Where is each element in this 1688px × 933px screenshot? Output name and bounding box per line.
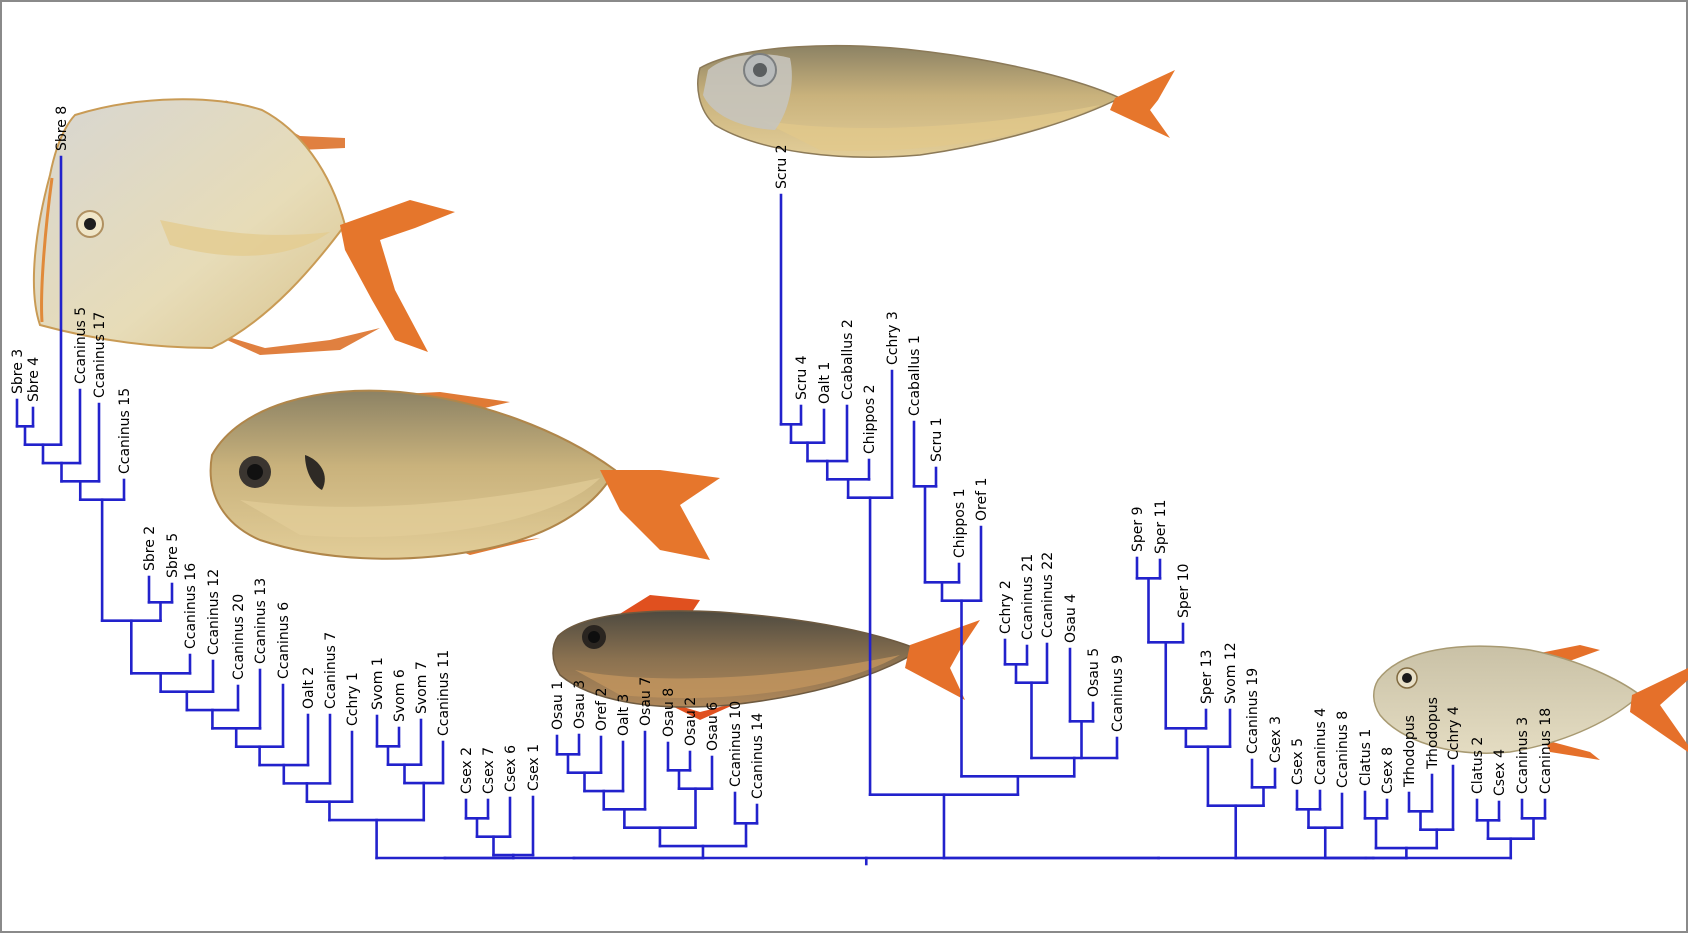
leaf-label: Csex 5 bbox=[1290, 738, 1306, 785]
leaf-label: Ccaninus 18 bbox=[1538, 708, 1554, 794]
leaf-label: Sper 9 bbox=[1130, 507, 1146, 553]
leaf-label: Osau 2 bbox=[683, 697, 699, 746]
leaf-label: Csex 4 bbox=[1492, 749, 1508, 796]
leaf-label: Ccaninus 22 bbox=[1040, 552, 1056, 638]
leaf-label: Oalt 3 bbox=[616, 694, 632, 736]
leaf-label: Ccaballus 1 bbox=[907, 335, 923, 416]
leaf-label: Ccaninus 15 bbox=[117, 388, 133, 474]
leaf-label: Sper 10 bbox=[1176, 564, 1192, 618]
leaf-label: Csex 8 bbox=[1380, 747, 1396, 794]
leaf-label: Ccaninus 21 bbox=[1020, 554, 1036, 640]
leaf-label: Osau 3 bbox=[572, 680, 588, 729]
leaf-label: Ccaninus 6 bbox=[276, 602, 292, 679]
leaf-label: Clatus 1 bbox=[1358, 729, 1374, 786]
leaf-label: Ccaninus 19 bbox=[1245, 668, 1261, 754]
leaf-label: Svom 12 bbox=[1223, 642, 1239, 704]
leaf-label: Sper 13 bbox=[1199, 650, 1215, 704]
leaf-label: Trhodopus bbox=[1425, 697, 1441, 770]
leaf-label: Scru 1 bbox=[929, 417, 945, 462]
leaf-label: Ccaninus 11 bbox=[436, 650, 452, 736]
leaf-label: Osau 7 bbox=[638, 677, 654, 726]
leaf-label: Ccaninus 9 bbox=[1110, 655, 1126, 732]
fish-image-mackerel-scad bbox=[698, 46, 1175, 157]
leaf-label: Scru 2 bbox=[774, 144, 790, 189]
leaf-label: Osau 5 bbox=[1086, 648, 1102, 697]
leaf-label: Cchry 2 bbox=[998, 580, 1014, 634]
leaf-label: Clatus 2 bbox=[1470, 737, 1486, 794]
leaf-label: Cchry 1 bbox=[345, 672, 361, 726]
leaf-label: Osau 6 bbox=[705, 702, 721, 751]
leaf-label: Sbre 2 bbox=[142, 526, 158, 571]
leaf-label: Ccaninus 4 bbox=[1313, 708, 1329, 785]
leaf-label: Csex 3 bbox=[1268, 716, 1284, 763]
leaf-label: Ccaninus 20 bbox=[231, 594, 247, 680]
leaf-label: Svom 7 bbox=[414, 661, 430, 714]
leaf-label: Sbre 3 bbox=[10, 349, 26, 394]
leaf-label: Ccaninus 10 bbox=[728, 701, 744, 787]
leaf-label: Sbre 8 bbox=[54, 106, 70, 151]
leaf-label: Ccaninus 17 bbox=[92, 312, 108, 398]
leaf-label: Svom 6 bbox=[392, 669, 408, 722]
leaf-label: Svom 1 bbox=[370, 657, 386, 710]
leaf-label: Cchry 4 bbox=[1446, 706, 1462, 760]
leaf-label: Oref 2 bbox=[594, 688, 610, 731]
leaf-label: Ccaninus 13 bbox=[253, 578, 269, 664]
leaf-label: Osau 1 bbox=[550, 681, 566, 730]
leaf-label: Osau 8 bbox=[661, 688, 677, 737]
leaf-label: Ccaninus 16 bbox=[183, 563, 199, 649]
leaf-label: Sper 11 bbox=[1153, 500, 1169, 554]
leaf-label: Ccaninus 7 bbox=[323, 632, 339, 709]
leaf-label: Sbre 5 bbox=[165, 533, 181, 578]
leaf-label: Ccaninus 12 bbox=[206, 569, 222, 655]
leaf-label: Trhodopus bbox=[1402, 715, 1418, 788]
leaf-label: Scru 4 bbox=[794, 355, 810, 400]
leaf-label: Oalt 1 bbox=[817, 362, 833, 404]
leaf-label: Csex 7 bbox=[481, 747, 497, 794]
leaf-label: Ccaninus 3 bbox=[1515, 717, 1531, 794]
leaf-label: Csex 6 bbox=[503, 745, 519, 792]
leaf-label: Osau 4 bbox=[1063, 594, 1079, 643]
leaf-label: Ccaninus 14 bbox=[750, 713, 766, 799]
leaf-label: Ccaninus 5 bbox=[73, 307, 89, 384]
leaf-label: Csex 1 bbox=[526, 744, 542, 791]
leaf-label: Cchry 3 bbox=[885, 311, 901, 365]
leaf-label: Ccaninus 8 bbox=[1335, 711, 1351, 788]
leaf-label: Csex 2 bbox=[459, 747, 475, 794]
leaf-label: Oref 1 bbox=[974, 478, 990, 521]
leaf-label: Oalt 2 bbox=[301, 667, 317, 709]
leaf-label: Sbre 4 bbox=[26, 357, 42, 402]
leaf-label: Chippos 2 bbox=[862, 384, 878, 454]
leaf-label: Ccaballus 2 bbox=[840, 319, 856, 400]
leaf-label: Chippos 1 bbox=[952, 488, 968, 558]
fish-image-jack bbox=[211, 391, 720, 560]
